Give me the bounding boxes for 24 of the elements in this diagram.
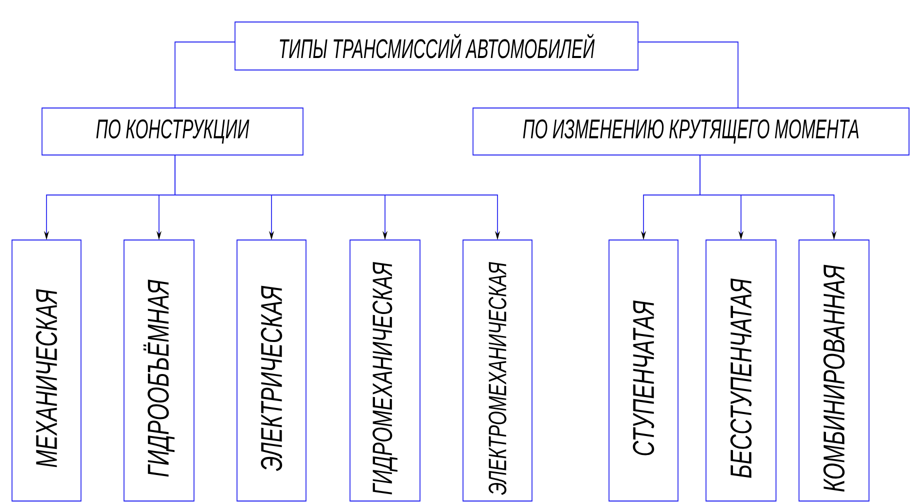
node-label: ПО КОНСТРУКЦИИ bbox=[96, 119, 250, 144]
group-box bbox=[472, 108, 910, 156]
type-box bbox=[798, 240, 870, 502]
node-label: ПО ИЗМЕНЕНИЮ КРУТЯЩЕГО МОМЕНТА bbox=[523, 119, 859, 144]
connector bbox=[174, 42, 236, 108]
type-box bbox=[462, 240, 532, 502]
type-box bbox=[12, 240, 82, 502]
category-box bbox=[234, 22, 638, 70]
type-box bbox=[350, 240, 420, 502]
type-box bbox=[236, 240, 306, 502]
node-label: ГИДРООБЪЁМНАЯ bbox=[143, 280, 175, 477]
node-label: МЕХАНИЧЕСКАЯ bbox=[36, 289, 58, 468]
connector bbox=[638, 42, 738, 108]
node-label: ЭЛЕКТРОМЕХАНИЧЕСКАЯ bbox=[488, 262, 506, 495]
node-label: СТУПЕНЧАТАЯ bbox=[632, 300, 654, 456]
node-label: БЕССТУПЕНЧАТАЯ bbox=[730, 278, 752, 478]
type-box bbox=[608, 240, 678, 502]
node-label: ЭЛЕКТРИЧЕСКАЯ bbox=[260, 286, 282, 471]
node-label: КОМБИНИРОВАННАЯ bbox=[823, 264, 845, 492]
type-box bbox=[124, 240, 194, 502]
group-box bbox=[42, 108, 304, 156]
node-label: ТИПЫ ТРАНСМИССИЙ АВТОМОБИЛЕЙ bbox=[280, 34, 595, 58]
type-box bbox=[706, 240, 776, 502]
node-label: ГИДРОМЕХАНИЧЕСКАЯ bbox=[372, 262, 398, 494]
